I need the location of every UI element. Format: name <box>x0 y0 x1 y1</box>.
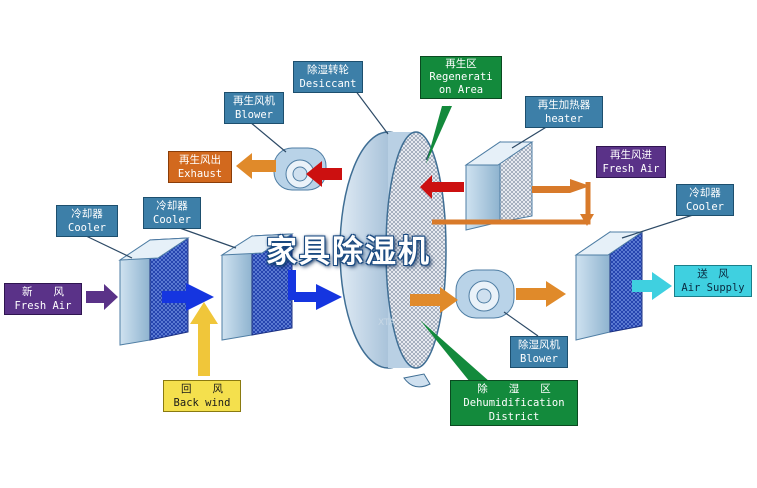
dehum-district-label-en2: District <box>488 411 540 423</box>
cooler-3-label-en: Cooler <box>686 201 724 213</box>
fresh-air-label-en: Fresh Air <box>14 300 72 312</box>
fresh-air-label: 新 风 Fresh Air <box>4 283 82 315</box>
back-wind-arrow <box>190 302 218 376</box>
regen-blower-fan <box>273 147 327 191</box>
fresh-in-orange-loop <box>432 179 594 226</box>
fresh-in-label: 再生风进 Fresh Air <box>596 146 666 178</box>
exhaust-label: 再生风出 Exhaust <box>168 151 232 183</box>
regen-heater-label: 再生加热器 heater <box>525 96 603 128</box>
regen-blower-label-zh: 再生风机 <box>233 95 275 107</box>
cooler-1-label: 冷却器 Cooler <box>56 205 118 237</box>
wheel-mark: XTA <box>378 318 395 328</box>
dehum-blower-label: 除湿风机 Blower <box>510 336 568 368</box>
back-wind-label-en: Back wind <box>173 397 231 409</box>
dehum-blower-label-en: Blower <box>520 353 558 365</box>
cooler-2-label-zh: 冷却器 <box>156 200 188 212</box>
air-supply-arrow <box>632 272 672 300</box>
desiccant-label-en: Desiccant <box>299 78 357 90</box>
regen-area-pointer <box>426 106 452 164</box>
desiccant-label-zh: 除湿转轮 <box>307 64 349 76</box>
fresh-in-label-en: Fresh Air <box>602 163 660 175</box>
blue-flow-arrow-2 <box>288 270 342 310</box>
cooler-3-label-zh: 冷却器 <box>689 187 721 199</box>
blue-flow-arrow-1 <box>162 283 214 311</box>
exhaust-orange-arrow <box>236 153 276 179</box>
regen-red-arrow <box>420 175 464 199</box>
regen-heater-unit <box>464 141 534 231</box>
back-wind-label-zh: 回 风 <box>181 383 223 395</box>
cooler-3-label: 冷却器 Cooler <box>676 184 734 216</box>
dehum-district-pointer <box>420 320 490 382</box>
air-supply-label-zh: 送 风 <box>697 268 729 280</box>
fresh-air-arrow <box>86 284 118 310</box>
cooler-2-label: 冷却器 Cooler <box>143 197 201 229</box>
exhaust-label-en: Exhaust <box>177 168 223 180</box>
dehum-district-label-en1: Dehumidification <box>463 397 565 409</box>
regen-area-label-en1: Regenerati <box>429 71 493 83</box>
regen-blower-label: 再生风机 Blower <box>224 92 284 124</box>
cooler-1-unit <box>118 237 190 346</box>
desiccant-label: 除湿转轮 Desiccant <box>293 61 363 93</box>
dehum-blower-label-zh: 除湿风机 <box>518 339 560 351</box>
exhaust-label-zh: 再生风出 <box>179 154 221 166</box>
fresh-in-label-zh: 再生风进 <box>610 149 652 161</box>
supply-orange-arrow <box>516 281 566 307</box>
regen-area-label: 再生区 Regenerati on Area <box>420 56 502 99</box>
regen-heater-label-en: heater <box>545 113 583 125</box>
blower-red-arrow <box>306 161 342 187</box>
regen-blower-label-en: Blower <box>235 109 273 121</box>
air-supply-label: 送 风 Air Supply <box>674 265 752 297</box>
dehum-district-label-zh: 除 湿 区 <box>477 383 551 395</box>
regen-heater-label-zh: 再生加热器 <box>537 99 591 111</box>
back-wind-label: 回 风 Back wind <box>163 380 241 412</box>
dehum-district-label: 除 湿 区 Dehumidification District <box>450 380 578 426</box>
cooler-1-label-en: Cooler <box>68 222 106 234</box>
dehum-blower-fan <box>455 269 515 319</box>
desiccant-wheel <box>339 131 447 388</box>
regen-area-label-en2: on Area <box>438 84 484 96</box>
air-supply-label-en: Air Supply <box>681 282 745 294</box>
cooler-2-unit <box>220 233 294 341</box>
watermark-title: 家具除湿机 <box>266 234 431 270</box>
fresh-air-label-zh: 新 风 <box>22 286 64 298</box>
regen-area-label-zh: 再生区 <box>445 58 477 70</box>
cooler-3-unit <box>574 231 644 341</box>
cooler-2-label-en: Cooler <box>153 214 191 226</box>
dehum-orange-arrow <box>410 287 458 313</box>
cooler-1-label-zh: 冷却器 <box>71 208 103 220</box>
